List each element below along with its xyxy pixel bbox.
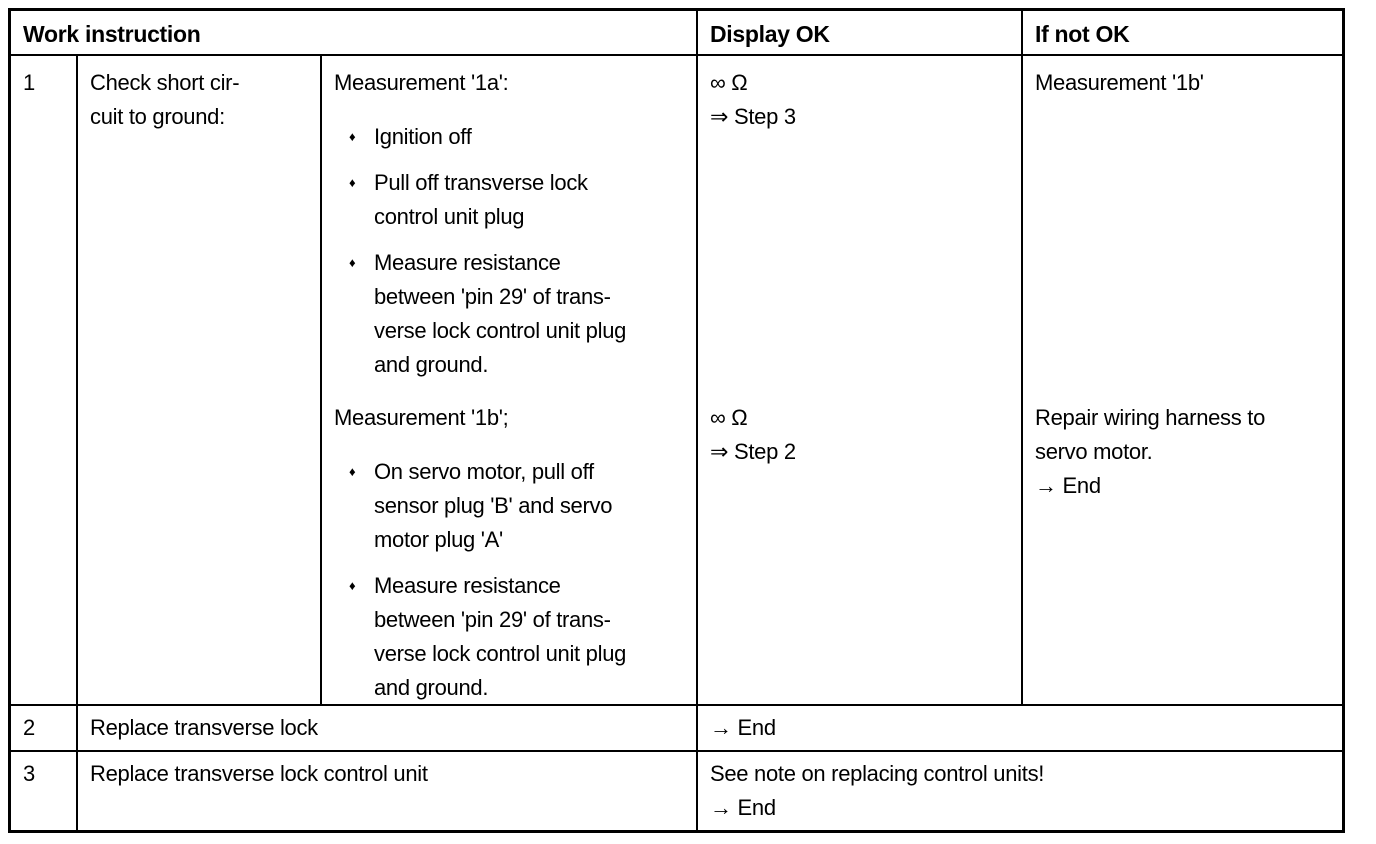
bullet-text: Ignition off bbox=[374, 124, 472, 149]
column-header-display-ok: Display OK bbox=[696, 11, 1021, 56]
bullet-text: Measure resistance between 'pin 29' of t… bbox=[374, 250, 627, 377]
column-header-if-not-ok: If not OK bbox=[1021, 11, 1342, 56]
diamond-bullet-icon: ♦ bbox=[349, 578, 356, 593]
step1-measurement-1b-block: Measurement '1b'; ♦ On servo motor, pull… bbox=[320, 391, 696, 704]
bullet-text: Measure resistance between 'pin 29' of t… bbox=[374, 573, 627, 700]
work-instruction-table: Work instruction Display OK If not OK 1 … bbox=[8, 8, 1345, 833]
column-header-work-instruction: Work instruction bbox=[11, 11, 696, 56]
step1-task: Check short cir- cuit to ground: bbox=[76, 56, 320, 704]
bullet-item: ♦ Ignition off bbox=[349, 120, 684, 154]
bullet-item: ♦ Measure resistance between 'pin 29' of… bbox=[349, 246, 684, 382]
bullet-text: Pull off transverse lock control unit pl… bbox=[374, 170, 588, 229]
step3-task: Replace transverse lock control unit bbox=[76, 750, 696, 830]
step1-if-not-ok-1b: Repair wiring harness to servo motor. → … bbox=[1021, 391, 1342, 704]
bullet-text: On servo motor, pull off sensor plug 'B'… bbox=[374, 459, 613, 552]
step2-result: → End bbox=[696, 704, 1342, 750]
measurement-1a-title: Measurement '1a': bbox=[334, 70, 509, 95]
bullet-item: ♦ Pull off transverse lock control unit … bbox=[349, 166, 684, 234]
measurement-1b-title: Measurement '1b'; bbox=[334, 405, 509, 430]
step2-number: 2 bbox=[11, 704, 76, 750]
diamond-bullet-icon: ♦ bbox=[349, 129, 356, 144]
step1-if-not-ok-1a: Measurement '1b' bbox=[1021, 56, 1342, 391]
step2-task: Replace transverse lock bbox=[76, 704, 696, 750]
step3-number: 3 bbox=[11, 750, 76, 830]
step1-number: 1 bbox=[23, 70, 35, 95]
step1-measurement-1a-block: Measurement '1a': ♦ Ignition off ♦ Pull … bbox=[320, 56, 696, 391]
step1-display-ok-1b: ∞ Ω ⇒ Step 2 bbox=[696, 391, 1021, 704]
step1-display-ok-1a: ∞ Ω ⇒ Step 3 bbox=[696, 56, 1021, 391]
step3-result: See note on replacing control units! → E… bbox=[696, 750, 1342, 830]
diamond-bullet-icon: ♦ bbox=[349, 255, 356, 270]
diamond-bullet-icon: ♦ bbox=[349, 175, 356, 190]
diamond-bullet-icon: ♦ bbox=[349, 464, 356, 479]
bullet-item: ♦ On servo motor, pull off sensor plug '… bbox=[349, 455, 684, 557]
bullet-item: ♦ Measure resistance between 'pin 29' of… bbox=[349, 569, 684, 705]
